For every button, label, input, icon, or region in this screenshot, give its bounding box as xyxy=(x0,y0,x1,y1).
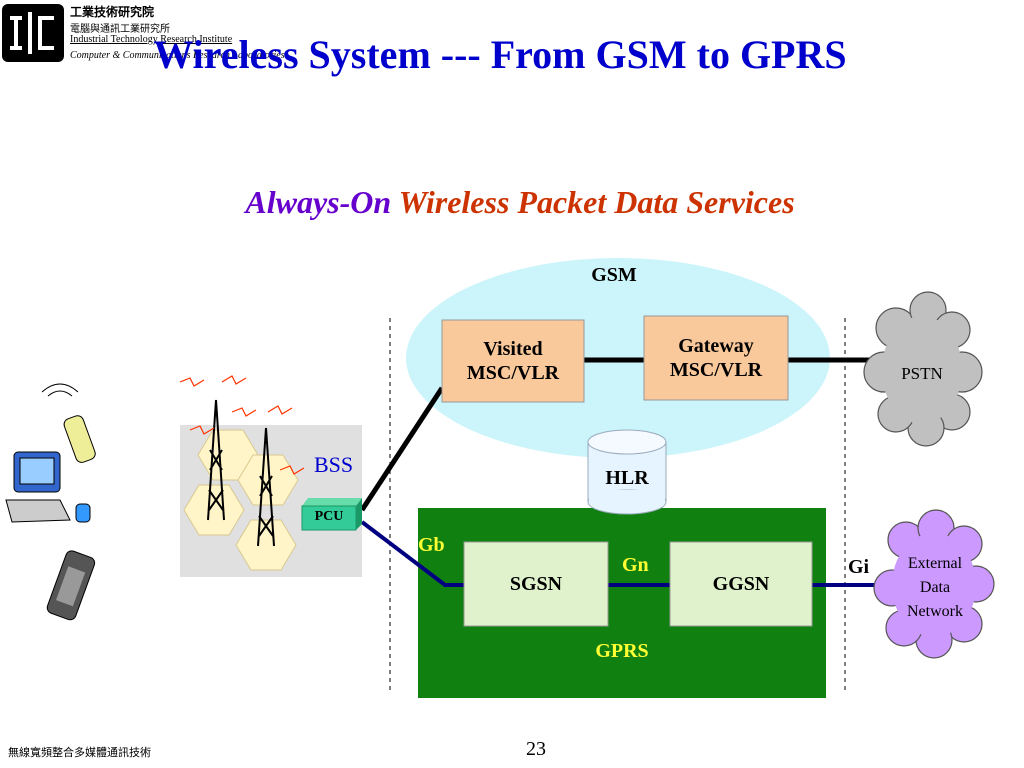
sgsn-label: SGSN xyxy=(509,573,563,595)
dept-name-cn: 電腦與通訊工業研究所 xyxy=(70,24,170,35)
footer-text: 無線寬頻整合多媒體通訊技術 xyxy=(8,747,151,759)
gi-label: Gi xyxy=(848,556,870,578)
gateway-msc-box xyxy=(643,315,789,401)
radio-waves-icon xyxy=(179,375,305,475)
cell-hexagons xyxy=(183,429,299,571)
org-name-cn: 工業技術研究院 xyxy=(70,5,155,19)
pstn-label: PSTN xyxy=(901,364,943,383)
org-name-en: Industrial Technology Research Institute xyxy=(70,34,233,45)
gateway-msc-label: Gateway MSC/VLR xyxy=(669,335,763,381)
hlr-label: HLR xyxy=(605,467,649,489)
cordless-phone-icon xyxy=(41,383,96,463)
ggsn-box xyxy=(669,541,813,627)
mobile-phone-icon xyxy=(46,550,96,621)
visited-msc-label: Visited MSC/VLR xyxy=(466,338,560,384)
external-network-label: External Data Network xyxy=(907,555,963,620)
dept-name-en: Computer & Communications Research Labor… xyxy=(70,50,285,61)
bss-label: BSS xyxy=(314,452,354,477)
hlr-cylinder xyxy=(587,429,667,515)
page-number: 23 xyxy=(526,738,546,760)
subtitle-services: Wireless Packet Data Services xyxy=(391,184,795,220)
gn-label: Gn xyxy=(622,554,649,576)
visited-msc-box xyxy=(441,319,585,403)
gprs-label: GPRS xyxy=(595,640,649,662)
packet-links xyxy=(360,520,882,587)
gsm-label: GSM xyxy=(591,264,637,286)
circuit-links xyxy=(359,357,872,512)
ggsn-label: GGSN xyxy=(712,573,770,595)
antenna-tower-icon xyxy=(207,399,275,547)
subtitle-always-on: Always-On xyxy=(245,184,392,220)
sgsn-box xyxy=(463,541,609,627)
computer-icon xyxy=(5,451,91,523)
itri-logo xyxy=(2,4,64,62)
external-network-cloud xyxy=(873,509,995,659)
slide-title: Wireless System --- From GSM to GPRS xyxy=(153,32,847,77)
pstn-cloud xyxy=(863,291,983,447)
pcu-label: PCU xyxy=(314,509,344,524)
pcu-box xyxy=(301,498,362,531)
slide-subtitle: Always-On Wireless Packet Data Services xyxy=(0,184,1024,221)
gb-label: Gb xyxy=(418,534,445,556)
